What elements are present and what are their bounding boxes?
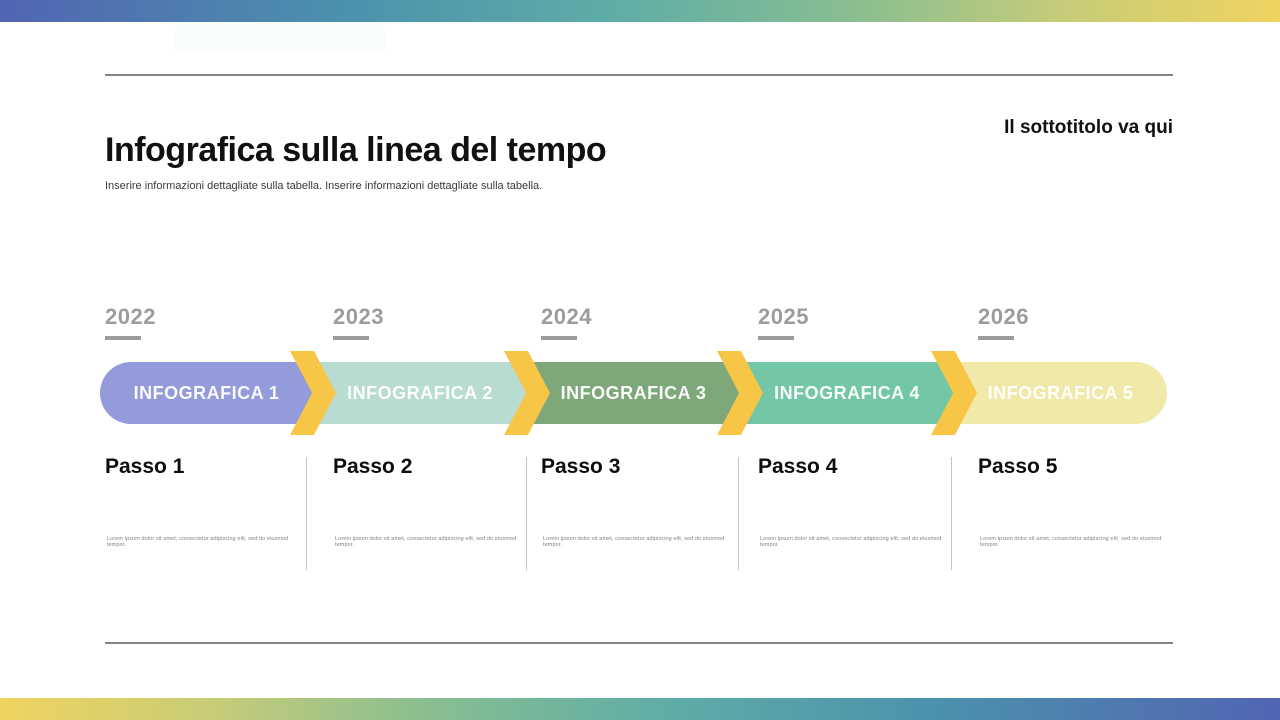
page-description: Inserire informazioni dettagliate sulla …	[105, 180, 543, 192]
segment-label-2: INFOGRAFICA 2	[347, 382, 493, 403]
segment-label-3: INFOGRAFICA 3	[560, 382, 707, 403]
page-title: Infografica sulla linea del tempo	[105, 130, 607, 169]
bottom-divider-line	[105, 642, 1173, 644]
step-title-2: Passo 2	[333, 455, 413, 478]
logo-placeholder	[175, 25, 385, 51]
timeline-band: INFOGRAFICA 1 INFOGRAFICA 2 INFOGRAFICA …	[100, 351, 1167, 435]
bottom-gradient-banner	[0, 698, 1280, 720]
year-label-1: 2022	[105, 304, 156, 329]
step-title-4: Passo 4	[758, 455, 838, 478]
segment-label-5: INFOGRAFICA 5	[987, 382, 1134, 403]
column-divider	[951, 457, 952, 570]
year-underline	[541, 336, 577, 340]
segment-label-4: INFOGRAFICA 4	[774, 382, 920, 403]
top-gradient-banner	[0, 0, 1280, 22]
timeline-segment-2: INFOGRAFICA 2	[313, 362, 548, 424]
step-text-5: Lorem ipsum dolor sit amet, consectetur …	[980, 536, 1162, 548]
top-divider-line	[105, 74, 1173, 76]
timeline-segment-1: INFOGRAFICA 1	[100, 362, 334, 424]
timeline-segment-3: INFOGRAFICA 3	[527, 362, 761, 424]
year-underline	[758, 336, 794, 340]
step-title-5: Passo 5	[978, 455, 1058, 478]
year-underline	[333, 336, 369, 340]
year-label-4: 2025	[758, 304, 809, 329]
year-underline	[105, 336, 141, 340]
year-label-5: 2026	[978, 304, 1029, 329]
column-divider	[306, 457, 307, 570]
timeline-segment-4: INFOGRAFICA 4	[740, 362, 975, 424]
year-label-2: 2023	[333, 304, 384, 329]
segment-label-1: INFOGRAFICA 1	[133, 382, 280, 403]
year-underline	[978, 336, 1014, 340]
page-subtitle: Il sottotitolo va qui	[1004, 117, 1173, 138]
step-title-3: Passo 3	[541, 455, 621, 478]
step-text-3: Lorem ipsum dolor sit amet, consectetur …	[543, 536, 725, 548]
column-divider	[526, 457, 527, 570]
timeline-segment-5: INFOGRAFICA 5	[954, 362, 1167, 424]
step-text-1: Lorem ipsum dolor sit amet, consectetur …	[107, 536, 289, 548]
column-divider	[738, 457, 739, 570]
step-text-2: Lorem ipsum dolor sit amet, consectetur …	[335, 536, 517, 548]
step-title-1: Passo 1	[105, 455, 185, 478]
step-text-4: Lorem ipsum dolor sit amet, consectetur …	[760, 536, 942, 548]
year-label-3: 2024	[541, 304, 592, 329]
